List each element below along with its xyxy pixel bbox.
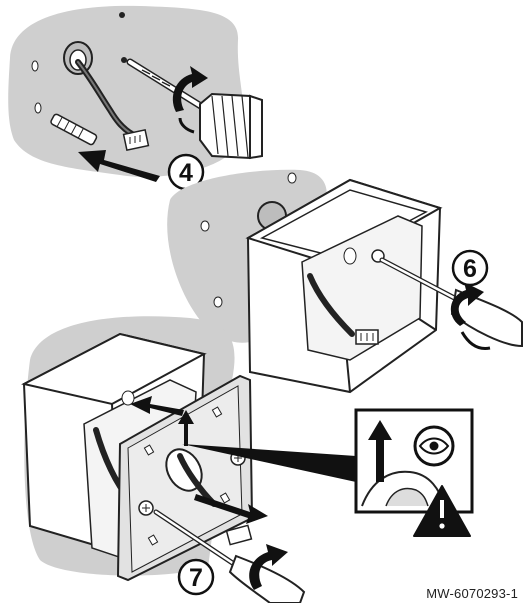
- reference-code: MW-6070293-1: [426, 586, 518, 601]
- drill-icon: [200, 94, 262, 158]
- step-7-number: 7: [189, 564, 203, 592]
- drill-hole: [35, 103, 41, 113]
- step-4-number: 4: [179, 159, 193, 187]
- step-7-badge: 7: [179, 560, 213, 594]
- step-4-scene: 4: [8, 6, 262, 189]
- wall-hole: [214, 297, 222, 307]
- drill-hole: [121, 57, 127, 63]
- connector: [124, 130, 149, 150]
- wall-hole: [288, 173, 296, 183]
- step-6-number: 6: [463, 255, 477, 283]
- step-6-badge: 6: [453, 251, 487, 285]
- drill-hole: [32, 61, 38, 71]
- eye-icon: [415, 427, 453, 465]
- drill-hole: [119, 12, 125, 18]
- wall-hole: [201, 221, 209, 231]
